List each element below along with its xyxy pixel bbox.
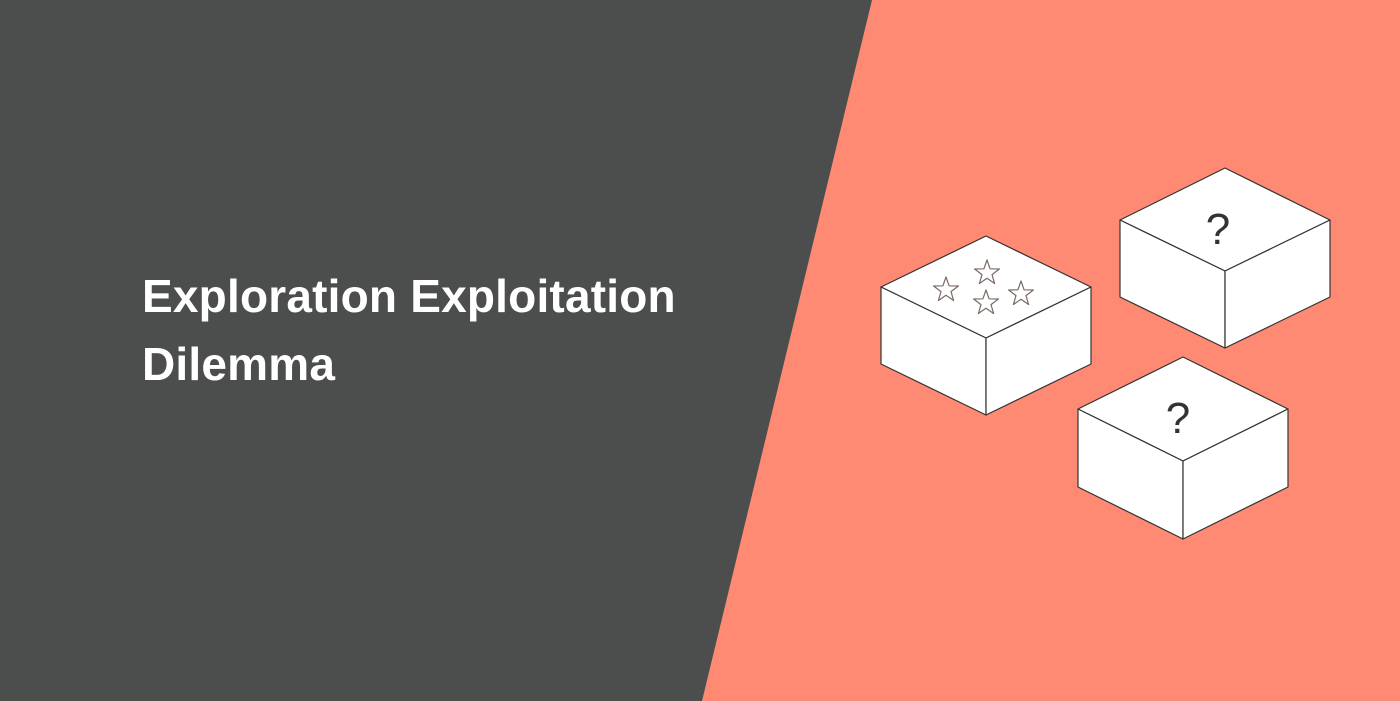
star-icon — [974, 259, 1000, 285]
mystery-box-top: ? — [1119, 167, 1331, 349]
star-icon — [973, 289, 999, 315]
question-mark-icon: ? — [1206, 205, 1230, 254]
title-line-2: Dilemma — [142, 338, 336, 390]
title-line-1: Exploration Exploitation — [142, 270, 676, 322]
box-right-face — [1224, 219, 1331, 349]
question-mark-icon: ? — [1166, 394, 1190, 443]
left-panel-bg — [0, 0, 872, 701]
treasure-box — [880, 235, 1092, 416]
box-right-face — [985, 286, 1092, 416]
box-right-face — [1182, 408, 1289, 540]
star-icon — [1008, 280, 1034, 306]
page-title: Exploration Exploitation Dilemma — [142, 262, 676, 398]
star-icon — [933, 276, 959, 302]
mystery-box-bottom: ? — [1077, 356, 1289, 540]
